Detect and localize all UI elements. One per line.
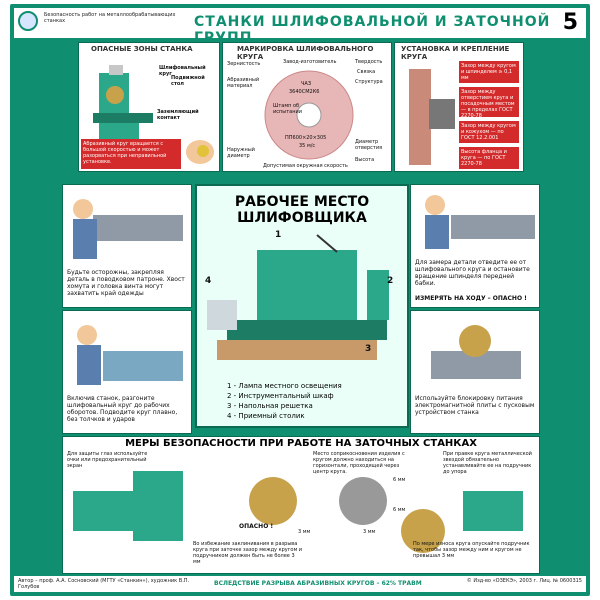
label-table: Подвижной стол <box>171 75 205 87</box>
mount-note-3: Зазор между кругом и кожухом — по ГОСТ 1… <box>459 121 519 143</box>
panel-magnetic-plate: Используйте блокировку питания электрома… <box>410 310 540 434</box>
worker-measure-illustration <box>425 195 535 249</box>
grinder-machine-illustration <box>93 65 153 141</box>
caption: Будьте осторожны, закрепляя деталь в пов… <box>67 269 185 297</box>
caption: Для замера детали отведите ее от шлифова… <box>415 259 530 287</box>
label-ground: Заземляющий контакт <box>157 109 199 121</box>
mount-note-4: Высота фланца и круга — по ГОСТ 2270-78 <box>459 147 519 169</box>
center-stamp: Штамп об испытании <box>273 103 302 115</box>
mount-note-1: Зазор между кругом и шпинделем ≥ 0,1 мм <box>459 61 519 83</box>
panel-wheel-mounting: УСТАНОВКА И КРЕПЛЕНИЕ КРУГА Зазор между … <box>394 42 524 172</box>
workplace-illustration <box>207 234 389 360</box>
wheel-mount-illustration <box>409 69 455 165</box>
note-rest-gap: Во избежание заклинивания в разрыва круг… <box>193 541 303 565</box>
panel-wheel-marking: МАРКИРОВКА ШЛИФОВАЛЬНОГО КРУГА Зернистос… <box>222 42 392 172</box>
danger-label: ОПАСНО ! <box>239 523 274 530</box>
center-maker: ЧАЗ <box>301 81 312 87</box>
legend-item-1: 1 - Лампа местного освещения <box>227 382 342 390</box>
magnetic-plate-illustration <box>431 325 521 379</box>
section-title: МЕРЫ БЕЗОПАСНОСТИ ПРИ РАБОТЕ НА ЗАТОЧНЫХ… <box>125 438 477 449</box>
warning-text: ИЗМЕРЯТЬ НА ХОДУ – ОПАСНО ! <box>415 295 527 302</box>
hand-illustration <box>186 140 214 164</box>
worker-lathe-illustration <box>73 199 183 259</box>
footer-authors: Автор – проф. А.А. Сосновский (МГТУ «Ста… <box>18 578 190 590</box>
header-subtitle: Безопасность работ на металлообрабатываю… <box>44 12 176 24</box>
poster-footer: Автор – проф. А.А. Сосновский (МГТУ «Ста… <box>14 576 586 592</box>
sharpening-illustrations <box>73 471 523 553</box>
label-bond: Связка <box>357 69 376 75</box>
gap-6mm-b: 6 мм <box>393 507 406 513</box>
panel-danger-zones: ОПАСНЫЕ ЗОНЫ СТАНКА Шлифовальный круг По… <box>78 42 220 172</box>
note-dresser: При правке круга металлической звездой о… <box>443 451 532 475</box>
poster-header: Безопасность работ на металлообрабатываю… <box>14 8 586 46</box>
wheel-marking-diagram <box>264 70 354 160</box>
footer-statistic: ВСЛЕДСТВИЕ РАЗРЫВА АБРАЗИВНЫХ КРУГОВ – 6… <box>214 580 422 587</box>
label-wheel: Шлифовальный круг <box>159 65 206 77</box>
panel-title: ОПАСНЫЕ ЗОНЫ СТАНКА <box>91 45 193 53</box>
workplace-number-2: 2 <box>387 276 394 286</box>
caption: Используйте блокировку питания электрома… <box>415 395 535 416</box>
logo-icon <box>18 11 38 31</box>
workplace-number-1: 1 <box>275 230 282 240</box>
safety-poster: Безопасность работ на металлообрабатываю… <box>10 4 590 596</box>
panel-measuring: Для замера детали отведите ее от шлифова… <box>410 184 540 308</box>
gap-3mm-a: 3 мм <box>298 529 311 535</box>
workplace-legend: 1 - Лампа местного освещения 2 - Инструм… <box>227 381 342 421</box>
note-lower-rest: По мере износа круга опускайте подручник… <box>413 541 530 559</box>
legend-item-4: 4 - Приемный столик <box>227 412 305 420</box>
legend-item-2: 2 - Инструментальный шкаф <box>227 392 334 400</box>
panel-safety-measures: МЕРЫ БЕЗОПАСНОСТИ ПРИ РАБОТЕ НА ЗАТОЧНЫХ… <box>62 436 540 574</box>
warning-box: Абразивный круг вращается с большой скор… <box>81 139 181 169</box>
poster-number: 5 <box>562 10 578 35</box>
mount-note-2: Зазор между отверстием круга и посадочны… <box>459 87 519 119</box>
label-grain: Зернистость <box>227 61 261 67</box>
label-speed: Допустимая окружная скорость <box>263 163 348 169</box>
note-contact-point: Место соприкосновения изделия с кругом д… <box>313 451 405 475</box>
caption: Включив станок, разгоните шлифовальный к… <box>67 395 178 423</box>
gap-3mm-b: 3 мм <box>363 529 376 535</box>
workplace-panel: РАБОЧЕЕ МЕСТО ШЛИФОВЩИКА 1 2 3 4 1 - Лам… <box>195 184 409 428</box>
note-eye-protection: Для защиты глаз используйте очки или пре… <box>67 451 148 469</box>
label-structure: Структура <box>355 79 383 85</box>
label-height: Высота <box>355 157 375 163</box>
panel-title: УСТАНОВКА И КРЕПЛЕНИЕ КРУГА <box>401 45 510 61</box>
legend-item-3: 3 - Напольная решетка <box>227 402 313 410</box>
label-abrasive: Абразивный материал <box>227 77 260 89</box>
label-outer-diameter: Наружный диаметр <box>227 147 255 159</box>
footer-publisher: © Изд-во «ОЗЕКЭ», 2003 г. Лиц. № 0600315 <box>466 578 582 584</box>
panel-chuck-warning: Будьте осторожны, закрепляя деталь в пов… <box>62 184 192 308</box>
workplace-number-3: 3 <box>365 344 372 354</box>
label-hardness: Твердость <box>355 59 383 65</box>
label-hole: Диаметр отверстия <box>355 139 383 151</box>
worker-grinder-illustration <box>77 325 183 385</box>
workplace-title-line1: РАБОЧЕЕ МЕСТО <box>234 194 370 210</box>
gap-6mm-a: 6 мм <box>393 477 406 483</box>
center-code: 3640СМ2К6 <box>289 89 320 95</box>
center-speed: 35 м/с <box>299 143 316 149</box>
workplace-title: РАБОЧЕЕ МЕСТО ШЛИФОВЩИКА <box>197 194 407 226</box>
workplace-title-line2: ШЛИФОВЩИКА <box>237 210 367 226</box>
center-size: ПП600×20×305 <box>285 135 327 141</box>
panel-startup: Включив станок, разгоните шлифовальный к… <box>62 310 192 434</box>
panel-title: МАРКИРОВКА ШЛИФОВАЛЬНОГО КРУГА <box>237 45 374 61</box>
label-maker: Завод-изготовитель <box>283 59 337 65</box>
workplace-number-4: 4 <box>205 276 212 286</box>
